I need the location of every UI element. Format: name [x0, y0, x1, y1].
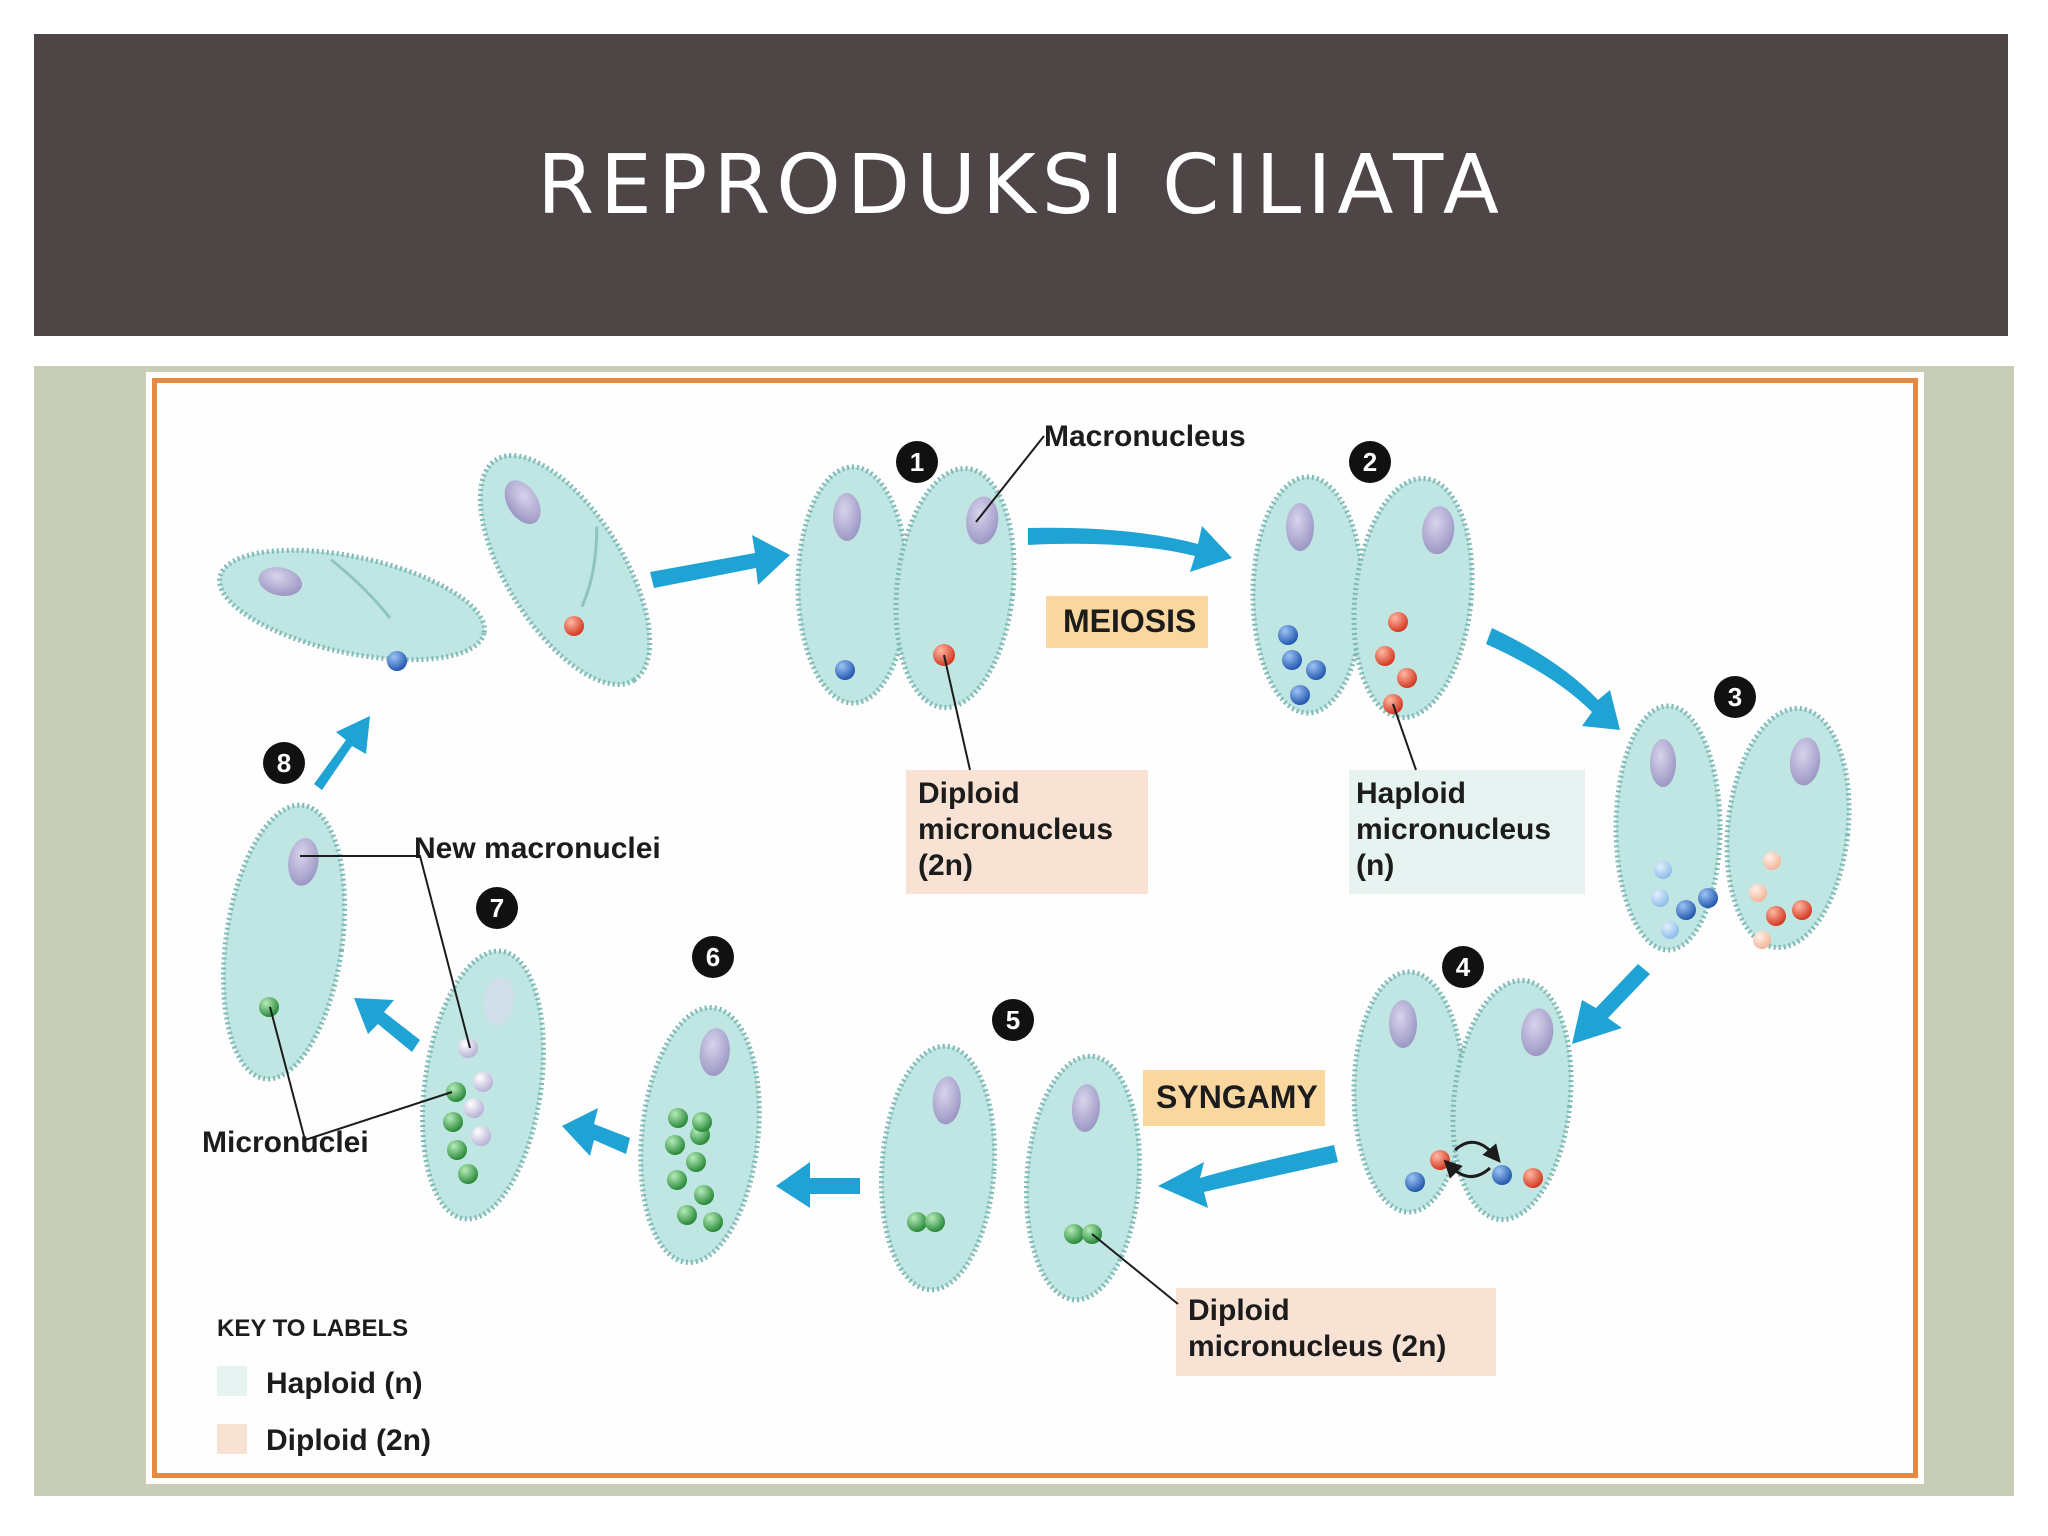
micronucleus-blue [387, 651, 407, 671]
step-number-1: 1 [896, 441, 938, 483]
meiosis-box [1046, 596, 1208, 648]
cell-step1-left [795, 464, 911, 706]
svg-text:3: 3 [1728, 682, 1742, 712]
label-diploid-2-line1: Diploid [1188, 1294, 1290, 1327]
cell-step1-right [893, 466, 1017, 710]
arrow [776, 1162, 860, 1208]
key-label-diploid: Diploid (2n) [266, 1424, 431, 1457]
micronucleus-red [564, 616, 584, 636]
label-diploid-1-line1: Diploid [918, 777, 1020, 810]
syngamy-box [1143, 1070, 1325, 1126]
label-meiosis: MEIOSIS [1063, 603, 1196, 639]
callout-lines [269, 435, 1417, 1305]
arrow [1572, 964, 1650, 1044]
svg-text:5: 5 [1006, 1005, 1020, 1035]
diploid-box-1 [906, 770, 1148, 894]
svg-text:4: 4 [1456, 952, 1471, 982]
key-title: KEY TO LABELS [217, 1315, 408, 1342]
cell-step4-right [1450, 978, 1574, 1222]
cell-step8 [220, 802, 348, 1082]
step-number-4: 4 [1442, 946, 1484, 988]
svg-text:8: 8 [277, 748, 291, 778]
arrow [1486, 628, 1620, 730]
step-number-2: 2 [1349, 441, 1391, 483]
label-haploid-line2: micronucleus [1356, 813, 1551, 846]
key-swatch-diploid [217, 1424, 247, 1454]
key-swatch-haploid [217, 1366, 247, 1396]
arrow [314, 716, 370, 790]
step-number-8: 8 [263, 742, 305, 784]
step-number-7: 7 [476, 887, 518, 929]
macronucleus-shape [258, 567, 303, 597]
arrow [1028, 526, 1232, 572]
arrow [354, 998, 420, 1052]
micronucleus-blue [835, 660, 855, 680]
label-micronuclei: Micronuclei [202, 1126, 369, 1159]
label-haploid-line3: (n) [1356, 849, 1394, 882]
haploid-box [1349, 770, 1585, 894]
step-number-5: 5 [992, 999, 1034, 1041]
cell-step3-right [1724, 705, 1852, 951]
key-label-haploid: Haploid (n) [266, 1367, 423, 1400]
cell-daughter-a [217, 547, 487, 663]
step-number-6: 6 [692, 936, 734, 978]
diploid-box-2 [1176, 1288, 1496, 1376]
svg-text:2: 2 [1363, 447, 1377, 477]
arrow [1158, 1145, 1338, 1208]
step-number-3: 3 [1714, 676, 1756, 718]
title-bar: REPRODUKSI CILIATA [34, 34, 2008, 336]
cell-step3-left [1613, 703, 1723, 953]
arrow [562, 1108, 630, 1156]
macronucleus-shape [504, 480, 541, 525]
cell-daughter-b [477, 453, 653, 687]
cell-step2-left [1250, 474, 1366, 716]
step-number-group: 1 2 3 4 5 6 7 8 [263, 441, 1756, 1041]
arrow [650, 535, 790, 588]
label-diploid-1-line2: micronucleus [918, 813, 1113, 846]
svg-text:1: 1 [910, 447, 924, 477]
key-legend: KEY TO LABELS Haploid (n) Diploid (2n) [217, 1315, 431, 1457]
figure-frame [152, 378, 1918, 1478]
cell-group [217, 453, 1852, 1303]
slide-title: REPRODUKSI CILIATA [537, 137, 1505, 233]
label-diploid-2-line2: micronucleus (2n) [1188, 1330, 1446, 1363]
label-diploid-1-line3: (2n) [918, 849, 973, 882]
cell-step5-left [878, 1043, 998, 1293]
cell-step5-right [1023, 1053, 1143, 1303]
svg-text:6: 6 [706, 942, 720, 972]
label-macronucleus: Macronucleus [1044, 420, 1246, 453]
label-syngamy: SYNGAMY [1156, 1079, 1318, 1115]
arrow-group [314, 526, 1650, 1208]
svg-text:7: 7 [490, 893, 504, 923]
label-haploid-line1: Haploid [1356, 777, 1466, 810]
label-new-macronuclei: New macronuclei [414, 832, 661, 865]
